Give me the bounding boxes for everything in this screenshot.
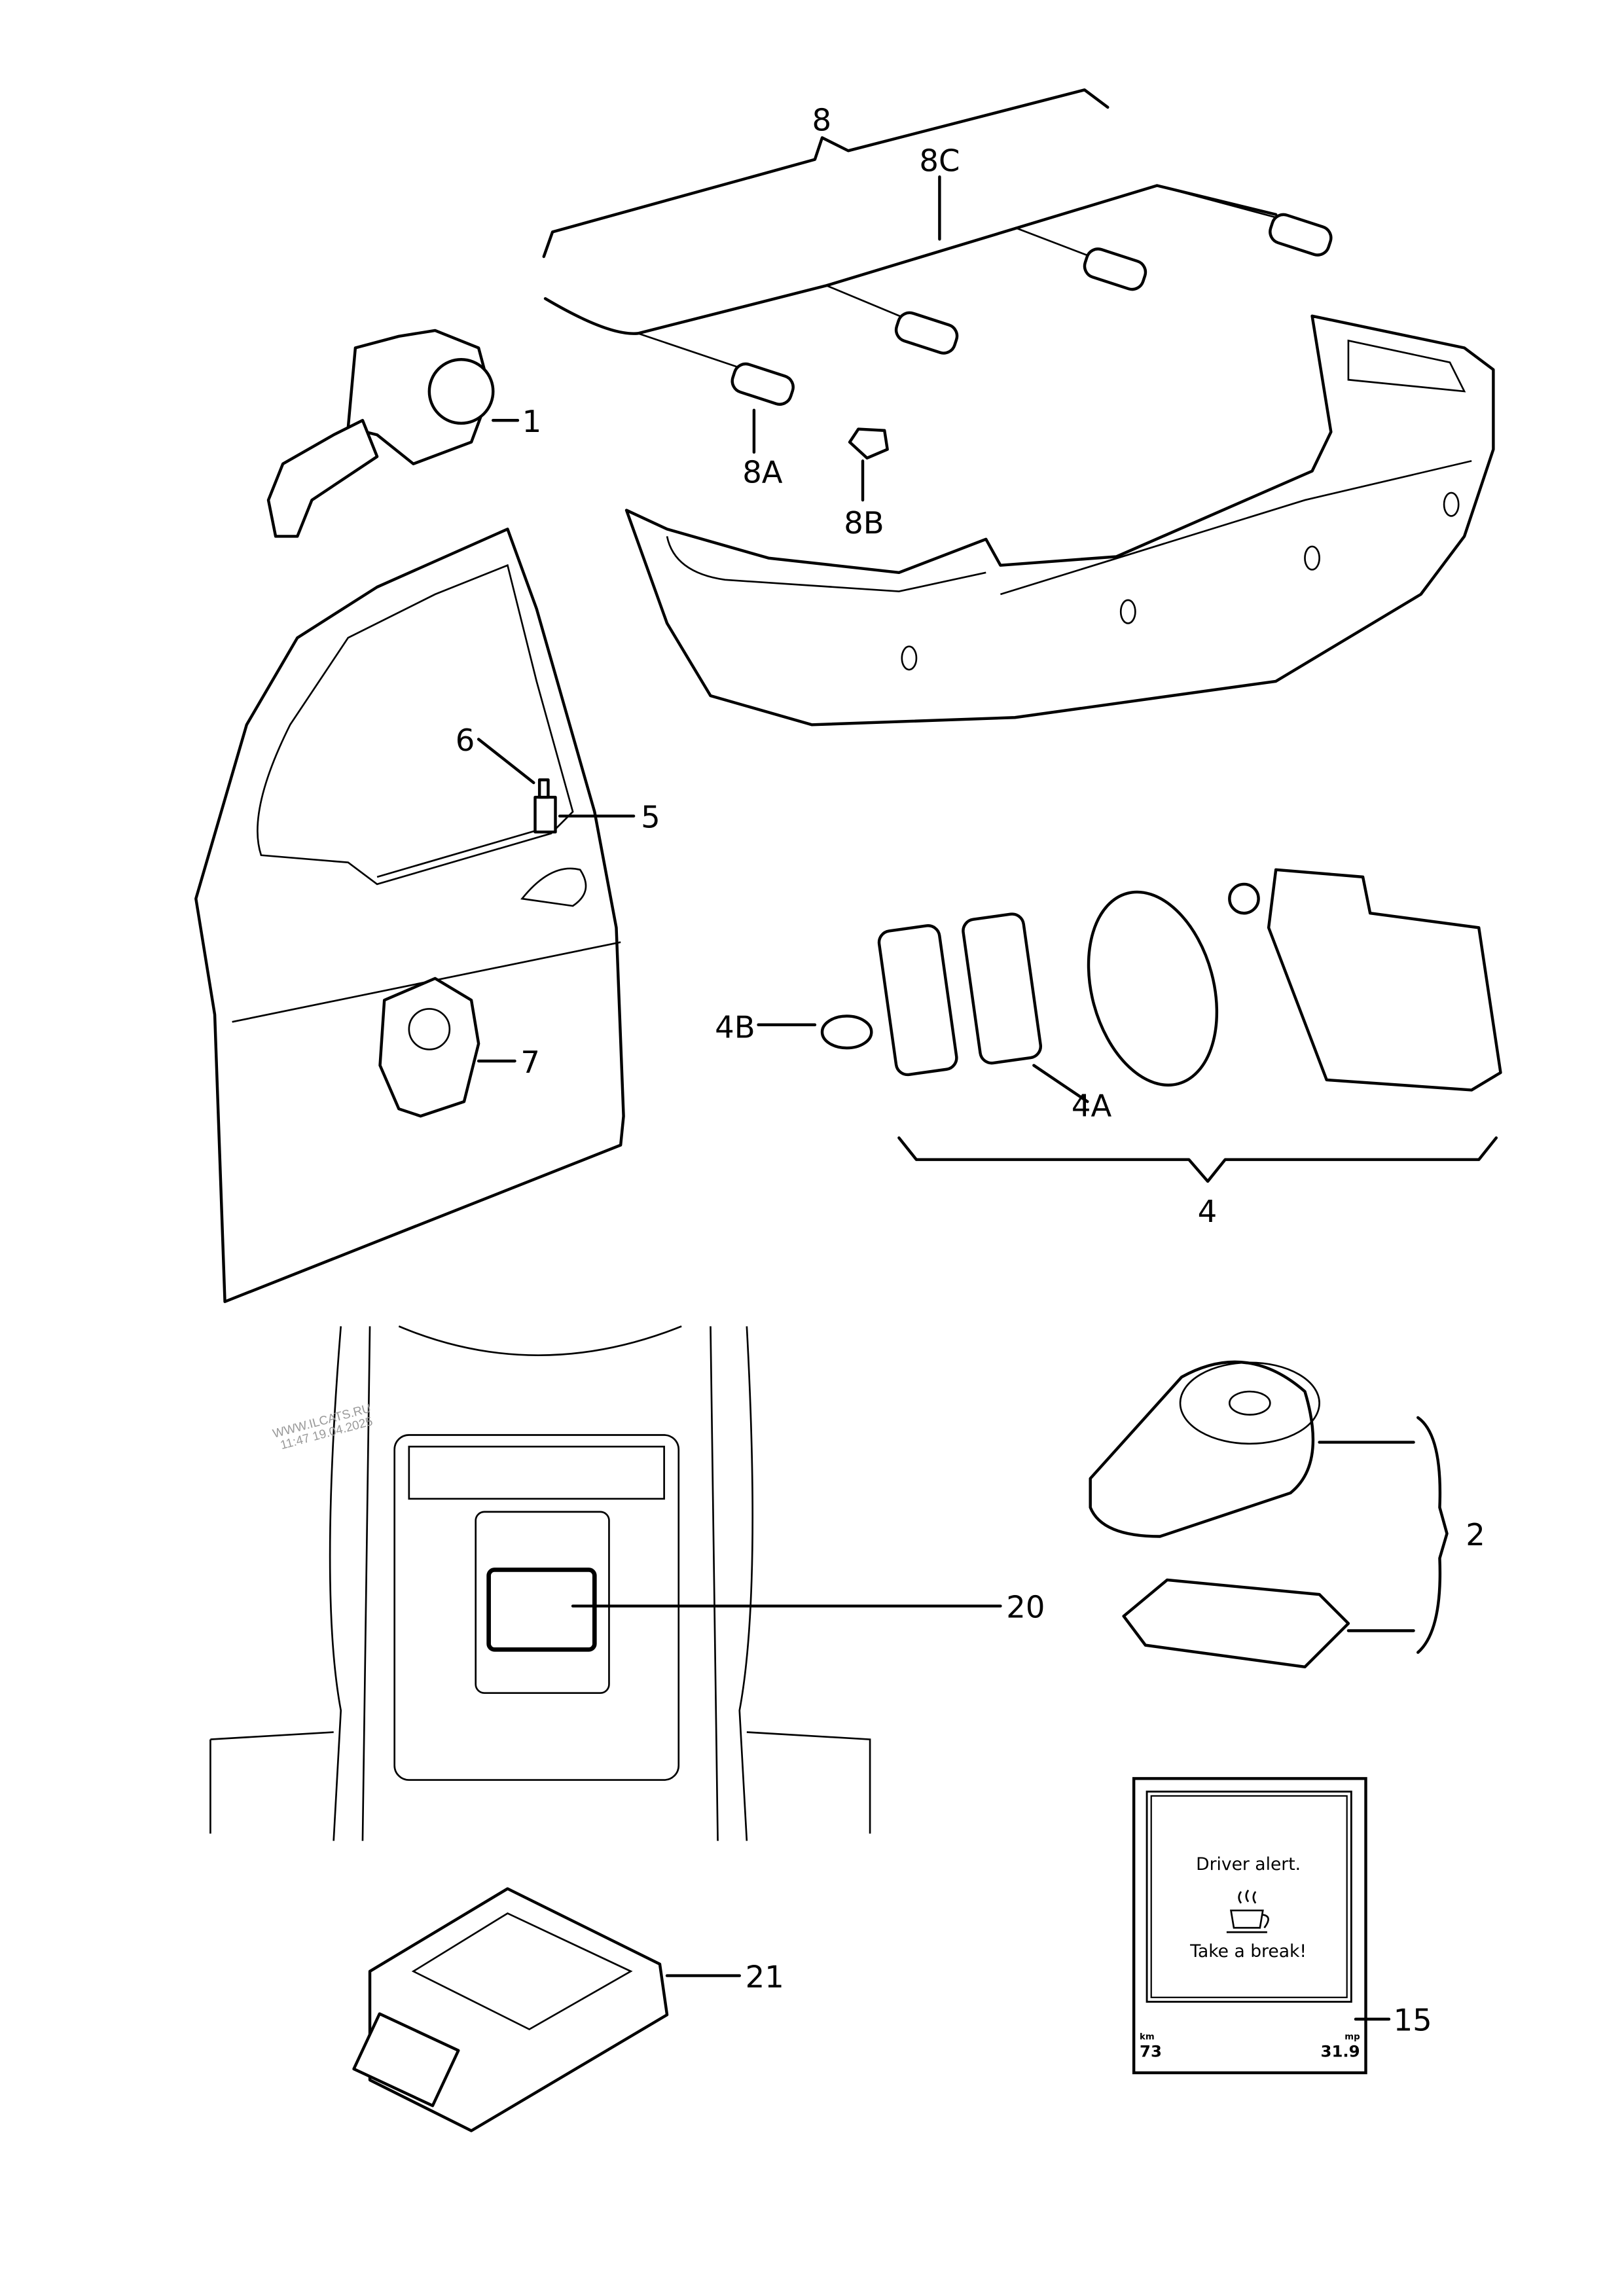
display-line1: Driver alert. xyxy=(1196,1854,1301,1874)
right-unit: mp xyxy=(1344,2032,1360,2042)
part-21-control-unit xyxy=(352,1887,741,2132)
callout-labels: 8 8C 1 8A 8B 6 5 4B 7 4A 4 2 20 21 15 xyxy=(456,102,1485,2037)
callout-21: 21 xyxy=(746,1959,784,1994)
watermark: WWW.ILCATS.RU 11:47 19.04.2025 xyxy=(271,1401,374,1452)
part-8-parking-sensor-harness xyxy=(542,88,1333,502)
callout-4B: 4B xyxy=(715,1010,755,1045)
callout-8B: 8B xyxy=(844,505,884,541)
rear-bumper xyxy=(624,314,1495,726)
sensor-plug-icon xyxy=(1083,247,1147,291)
part-5-clip xyxy=(533,795,557,834)
door-panel xyxy=(194,528,636,1303)
callout-8A: 8A xyxy=(742,454,783,490)
sensor-plug-icon xyxy=(731,362,795,406)
callout-1: 1 xyxy=(522,404,542,439)
callout-4: 4 xyxy=(1198,1194,1218,1229)
callout-5: 5 xyxy=(641,800,660,835)
callout-8C: 8C xyxy=(919,143,960,178)
part-8B-clip xyxy=(848,427,889,460)
callout-7: 7 xyxy=(520,1045,540,1080)
sensor-plug-icon xyxy=(894,311,959,355)
left-value: 73 xyxy=(1140,2042,1162,2061)
part-4B-disc xyxy=(820,1014,873,1050)
right-value: 31.9 xyxy=(1321,2042,1360,2061)
display-line2: Take a break! xyxy=(1189,1941,1307,1962)
part-7-window-motor xyxy=(378,977,480,1118)
sensor-plug-icon xyxy=(1269,213,1333,257)
part-15-instrument-display: Driver alert. Take a break! km 73 mp 31.… xyxy=(1132,1777,1391,2075)
callout-6: 6 xyxy=(456,723,475,758)
callout-20: 20 xyxy=(1006,1590,1045,1625)
left-unit: km xyxy=(1140,2032,1155,2042)
part-2-buzzers xyxy=(1089,1360,1449,1669)
part-6-pin xyxy=(537,778,550,799)
callout-2: 2 xyxy=(1466,1517,1485,1552)
coffee-cup-icon xyxy=(1226,1890,1269,1933)
callout-4A: 4A xyxy=(1072,1088,1112,1123)
part-1-stalk-switch xyxy=(266,329,520,538)
part-4-kit xyxy=(757,868,1502,1183)
callout-15: 15 xyxy=(1394,2003,1432,2038)
callout-8: 8 xyxy=(812,102,831,137)
center-console xyxy=(209,1325,1002,1841)
